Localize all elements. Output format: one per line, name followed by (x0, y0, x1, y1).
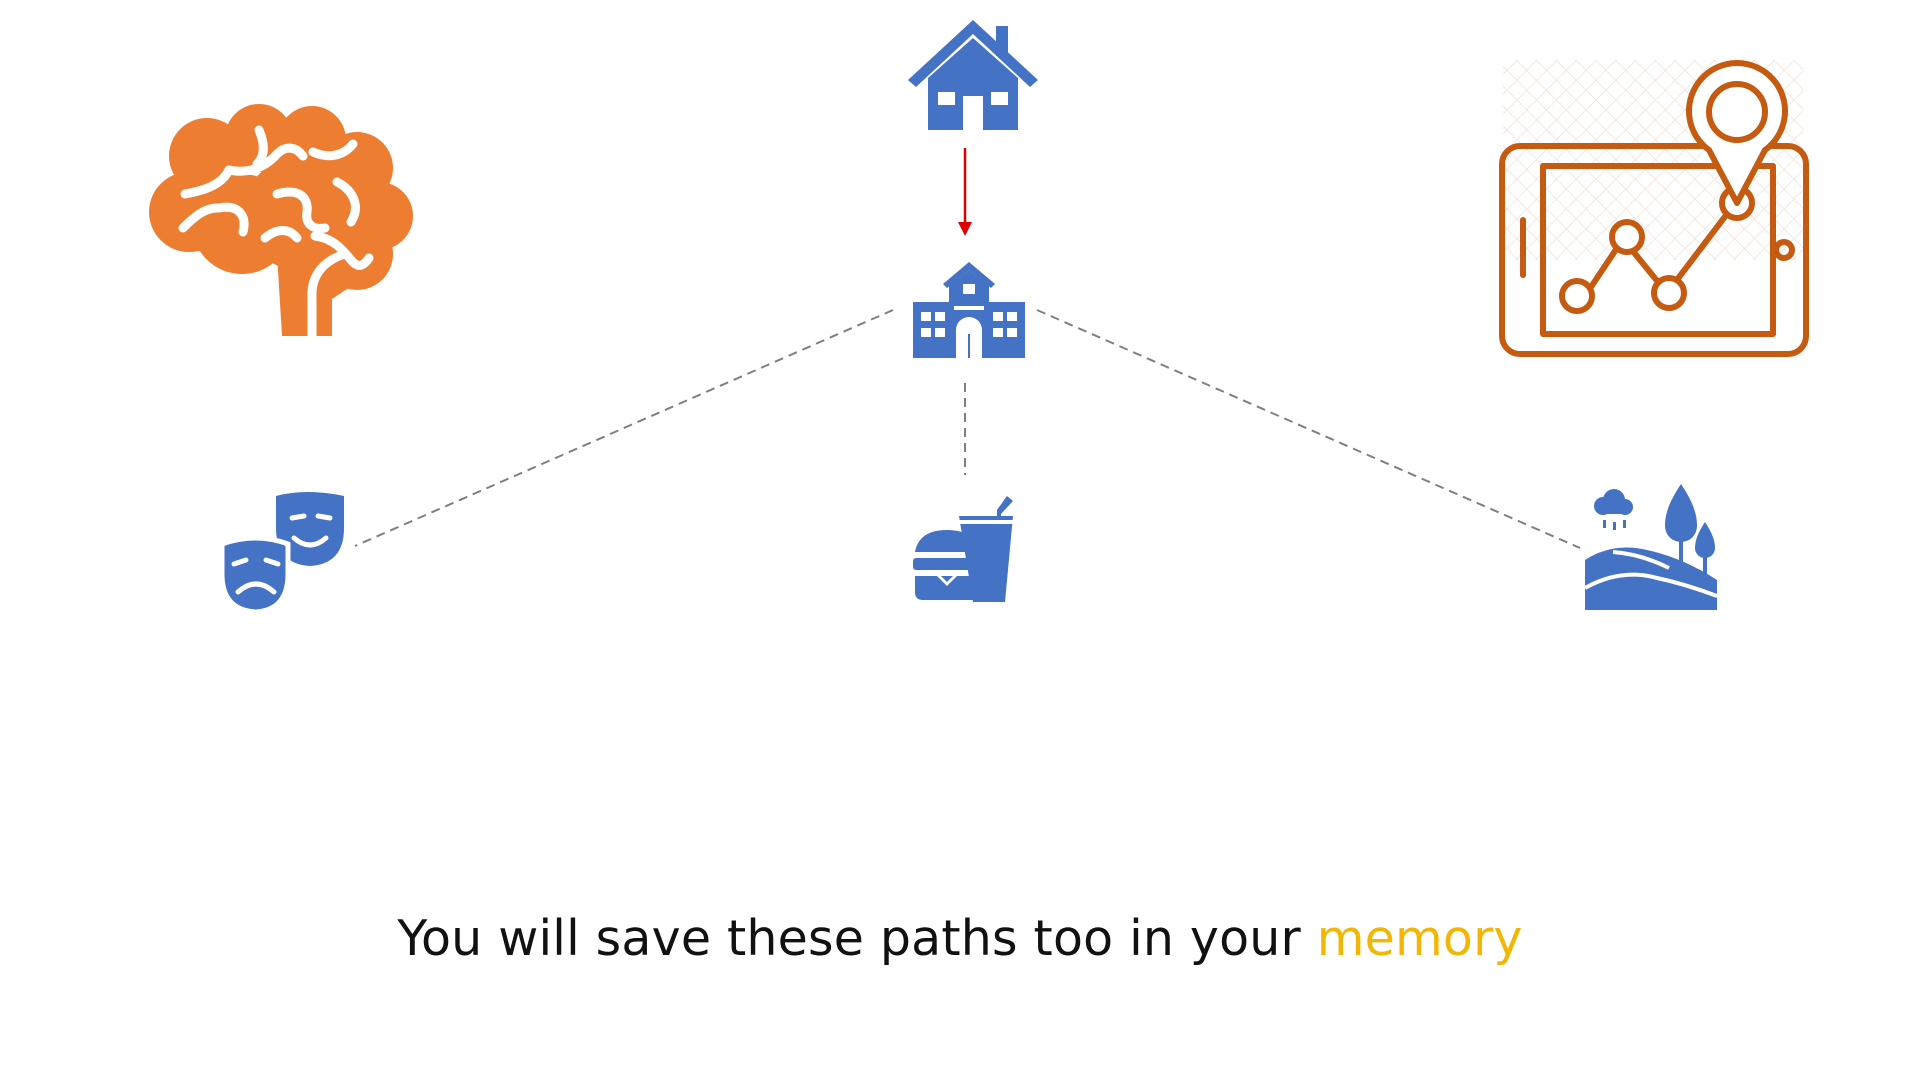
tablet-map-route-icon (1497, 60, 1811, 360)
brain-icon (147, 104, 417, 338)
dashed-path-school-to-theater (354, 309, 894, 547)
theater-masks-icon (222, 488, 344, 612)
fast-food-icon (913, 496, 1021, 602)
park-landscape-icon (1585, 484, 1717, 610)
caption-text: You will save these paths too in your (397, 910, 1301, 967)
school-icon (913, 262, 1025, 358)
arrow-head (958, 222, 972, 236)
dashed-path-school-to-park (1036, 309, 1581, 549)
house-icon (908, 20, 1038, 130)
caption-highlight-word: memory (1316, 910, 1523, 967)
caption: You will save these paths too in your me… (0, 910, 1920, 967)
